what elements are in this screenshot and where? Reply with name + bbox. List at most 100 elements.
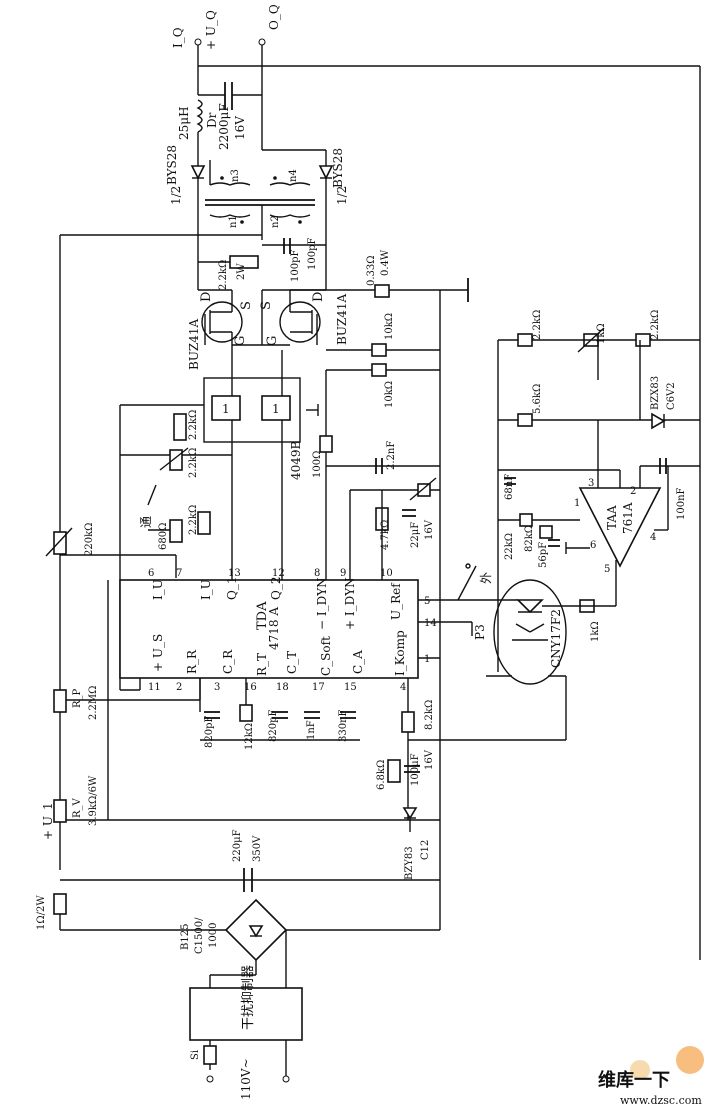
pin-14: 14 — [424, 618, 437, 629]
diode-right-part: BYS28 — [331, 148, 345, 188]
transformer — [197, 160, 327, 240]
ic-name: TDA — [255, 601, 270, 630]
output-diode-left — [190, 150, 206, 205]
resistor-rp-ref: R_P — [72, 688, 83, 708]
resistor-10k-a-label: 10kΩ — [384, 313, 395, 340]
bridge-current: 1000 — [208, 923, 219, 948]
resistor-rv-ref: R_V — [72, 797, 83, 818]
resistor-2k2-b — [197, 511, 211, 535]
cap-2n2-label: 2.2nF — [386, 441, 397, 470]
pin-17: 17 — [312, 682, 325, 693]
p3-label: P3 — [473, 624, 487, 640]
pin-6: 6 — [148, 568, 154, 579]
shunt-power: 0.4W — [380, 249, 391, 276]
opamp-pin-4: 4 — [650, 532, 656, 543]
resistor-2k2-r1 — [517, 333, 533, 347]
pinname-ikomp: I_Komp — [393, 630, 407, 676]
resistor-6k8-label: 6.8kΩ — [376, 760, 387, 790]
winding-n1: n1 — [228, 215, 239, 228]
resistor-100 — [319, 435, 333, 453]
mosfet-left — [198, 289, 243, 360]
buffer-gate-a: 1 — [222, 402, 230, 416]
pin-11: 11 — [148, 682, 161, 693]
winding-n4: n4 — [288, 169, 299, 182]
cap-100n-label: 100nF — [676, 487, 687, 520]
mosfet-right-s: S — [259, 301, 274, 310]
winding-n3: n3 — [230, 169, 241, 182]
opamp-pin-6: 6 — [590, 540, 596, 551]
cap-220u-label: 220μF — [232, 829, 243, 862]
winding-n2: n2 — [270, 215, 281, 228]
resistor-rv — [53, 799, 67, 823]
buffer-block: 1 1 — [203, 350, 301, 580]
pot-1k-label: 1kΩ — [596, 323, 607, 344]
resistor-2k2-r2-label: 2.2kΩ — [650, 310, 661, 340]
zener-ref-value: C6V2 — [666, 382, 677, 410]
resistor-2k2-r2 — [635, 333, 651, 347]
pinname-rr: R_R — [185, 649, 199, 674]
pin-18: 18 — [276, 682, 289, 693]
interference-filter — [189, 987, 303, 1041]
resistor-82k — [539, 525, 553, 539]
pin-4: 4 — [400, 682, 406, 693]
cap-820b-label: 820pF — [268, 710, 279, 742]
output-current-label: I_Q — [171, 27, 185, 48]
zener-aux-part: BZY83 — [404, 846, 415, 880]
snubber-rp-label: 2W — [236, 263, 247, 280]
resistor-8k2 — [401, 711, 415, 733]
mosfet-right-part: BUZ41A — [335, 293, 349, 345]
buffer-part: 4049B — [289, 440, 303, 480]
pinname-idyn-minus: − I_DYN — [315, 577, 329, 630]
output-diode-right — [262, 149, 334, 205]
pin-12: 12 — [272, 568, 285, 579]
pinname-rt: R_T — [255, 653, 269, 676]
bridge-rectifier — [209, 898, 288, 988]
ic-tda4718a — [119, 579, 419, 679]
optocoupler-cny17f2 — [486, 579, 572, 740]
buffer-gate-b: 1 — [272, 402, 280, 416]
resistor-12k-label: 12kΩ — [244, 723, 255, 750]
output-capacitor — [197, 66, 263, 150]
switch-outer-label: 外 — [479, 572, 493, 584]
watermark-logo — [630, 1046, 704, 1080]
resistor-8k2-label: 8.2kΩ — [424, 700, 435, 730]
switch-on-label: 通 — [139, 516, 153, 528]
resistor-rv-label: 3.9kΩ/6W — [88, 775, 99, 826]
opamp-pin-1: 1 — [574, 498, 580, 509]
resistor-82k-label: 82kΩ — [524, 525, 535, 552]
output-rail — [194, 38, 701, 960]
pin-2: 2 — [176, 682, 182, 693]
pinname-q2: Q_2 — [269, 577, 283, 600]
output-cap-voltage: 16V — [233, 116, 247, 140]
cap-100u-voltage: 16V — [424, 749, 435, 770]
pinname-ct: C_T — [285, 651, 299, 674]
bridge-rating: C1500/ — [194, 917, 205, 954]
resistor-6k8 — [387, 759, 401, 783]
resistor-rp — [53, 689, 67, 713]
resistor-100-label: 100Ω — [312, 451, 323, 478]
pinname-ca: C_A — [351, 650, 365, 674]
output-choke — [196, 99, 203, 150]
opamp-part: 761A — [621, 502, 635, 534]
shunt-resistor — [374, 278, 469, 302]
filter-label: 干扰抑制器 — [241, 965, 256, 1030]
resistor-2k2-top-label: 2.2kΩ — [188, 410, 199, 440]
pin-1: 1 — [424, 654, 430, 665]
snubber-resistor — [229, 255, 259, 269]
cap-22u-label: 22μF — [410, 522, 421, 548]
pin-3: 3 — [214, 682, 220, 693]
resistor-220k-label: 220kΩ — [84, 523, 95, 556]
zener-aux-value: C12 — [420, 840, 431, 860]
diode-right-factor: 1/2 — [335, 186, 349, 205]
snubber-c-label-2: 100pF — [307, 238, 318, 270]
cap-68n-label: 68nF — [504, 474, 515, 500]
diode-left-factor: 1/2 — [169, 186, 183, 205]
pinname-uref: U_Ref — [389, 582, 403, 620]
resistor-4k7-label: 4.7kΩ — [380, 520, 391, 550]
resistor-1ohm-label: 1Ω/2W — [36, 895, 47, 930]
pinname-us: + U_S — [151, 634, 165, 672]
ic-part: 4718 A — [267, 607, 281, 650]
resistor-2k2-r1-label: 2.2kΩ — [532, 310, 543, 340]
pinname-csoft: C_Soft — [319, 636, 333, 676]
